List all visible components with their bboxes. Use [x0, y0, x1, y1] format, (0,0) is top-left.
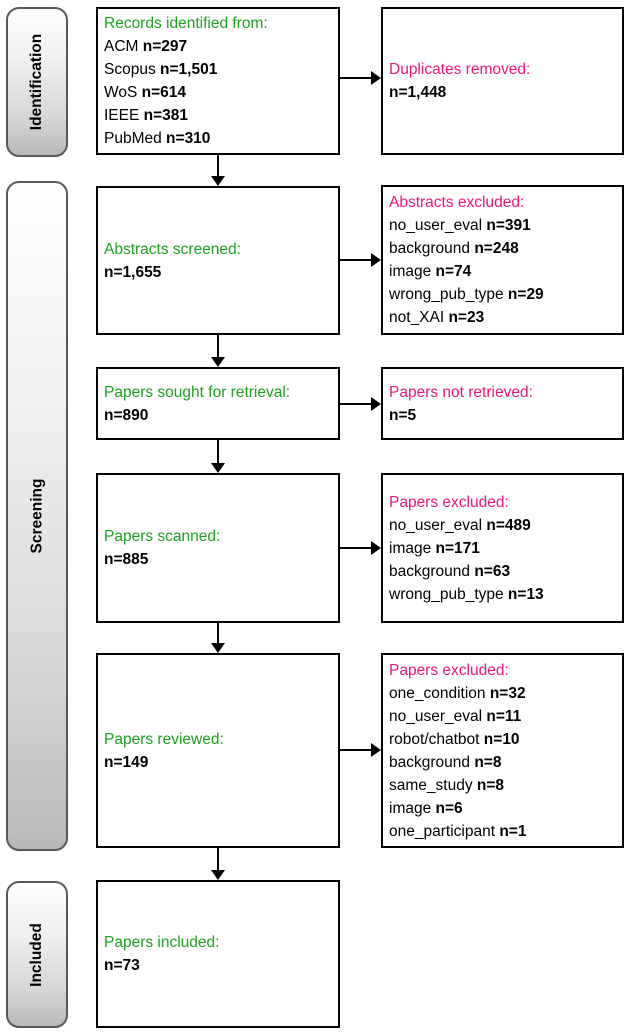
box-lines: n=1,655: [104, 261, 332, 284]
arrow-shaft: [217, 335, 219, 358]
box-title: Papers sought for retrieval:: [104, 383, 291, 401]
papers-excluded-scan-box: Papers excluded: no_user_eval n=489 image…: [381, 473, 624, 623]
box-title: Papers scanned:: [104, 528, 221, 545]
box-title: Papers excluded:: [389, 661, 509, 679]
box-lines: n=885: [104, 548, 332, 571]
duplicates-removed-box: Duplicates removed: n=1,448: [381, 7, 624, 155]
text-line: n=1,448: [389, 84, 447, 101]
arrow-head-icon: [211, 870, 225, 880]
text-line: wrong_pub_type n=29: [389, 286, 544, 303]
arrow-shaft: [340, 259, 372, 261]
text-line: ACM n=297: [104, 38, 188, 55]
stage-label: Identification: [28, 33, 46, 131]
arrow-down-4: [211, 623, 225, 653]
abstracts-screened-box: Abstracts screened: n=1,655: [96, 186, 340, 335]
text-line: robot/chatbot n=10: [389, 730, 520, 748]
text-line: IEEE n=381: [104, 107, 189, 124]
arrow-right-4: [340, 541, 381, 555]
stage-label: Screening: [28, 478, 46, 554]
text-line: image n=74: [389, 263, 472, 280]
box-lines: n=1,448: [389, 81, 616, 104]
arrow-head-icon: [211, 357, 225, 367]
stage-screening: Screening: [6, 181, 68, 851]
text-line: one_condition n=32: [389, 684, 526, 702]
papers-reviewed-box: Papers reviewed: n=149: [96, 653, 340, 848]
arrow-down-2: [211, 335, 225, 367]
text-line: not_XAI n=23: [389, 309, 485, 326]
box-title: Duplicates removed:: [389, 61, 531, 78]
arrow-shaft: [340, 749, 372, 751]
box-lines: no_user_eval n=391 background n=248 image …: [389, 214, 616, 329]
arrow-right-3: [340, 397, 381, 411]
box-lines: one_condition n=32 no_user_eval n=11 robot…: [389, 682, 616, 843]
arrow-right-2: [340, 253, 381, 267]
arrow-head-icon: [211, 643, 225, 653]
stage-identification: Identification: [6, 7, 68, 157]
text-line: n=890: [104, 406, 149, 424]
text-line: PubMed n=310: [104, 130, 211, 147]
arrow-down-1: [211, 155, 225, 186]
arrow-shaft: [217, 848, 219, 871]
text-line: wrong_pub_type n=13: [389, 585, 544, 603]
text-line: no_user_eval n=489: [389, 516, 531, 534]
text-line: Scopus n=1,501: [104, 61, 218, 78]
papers-included-box: Papers included: n=73: [96, 880, 340, 1028]
papers-sought-box: Papers sought for retrieval: n=890: [96, 367, 340, 440]
arrow-head-icon: [371, 253, 381, 267]
arrow-down-5: [211, 848, 225, 880]
text-line: background n=8: [389, 753, 502, 771]
arrow-head-icon: [211, 176, 225, 186]
box-title: Abstracts excluded:: [389, 194, 525, 211]
abstracts-excluded-box: Abstracts excluded: no_user_eval n=391 ba…: [381, 185, 624, 335]
arrow-shaft: [217, 623, 219, 644]
arrow-head-icon: [371, 743, 381, 757]
box-title: Papers included:: [104, 934, 220, 951]
text-line: no_user_eval n=391: [389, 217, 531, 234]
text-line: n=73: [104, 957, 140, 974]
papers-excluded-review-box: Papers excluded: one_condition n=32 no_us…: [381, 653, 624, 848]
text-line: image n=6: [389, 799, 463, 817]
arrow-head-icon: [371, 71, 381, 85]
arrow-shaft: [340, 403, 372, 405]
arrow-right-5: [340, 743, 381, 757]
box-title: Records identified from:: [104, 15, 268, 32]
text-line: n=885: [104, 551, 149, 568]
papers-not-retrieved-box: Papers not retrieved: n=5: [381, 367, 624, 440]
text-line: n=1,655: [104, 263, 162, 281]
box-lines: n=5: [389, 404, 616, 427]
text-line: background n=248: [389, 240, 519, 257]
arrow-shaft: [340, 547, 372, 549]
box-lines: n=149: [104, 751, 332, 774]
box-title: Abstracts screened:: [104, 240, 241, 258]
box-lines: no_user_eval n=489 image n=171 background …: [389, 514, 616, 606]
text-line: one_participant n=1: [389, 822, 527, 840]
arrow-head-icon: [211, 463, 225, 473]
text-line: same_study n=8: [389, 776, 505, 794]
stage-included: Included: [6, 881, 68, 1028]
text-line: image n=171: [389, 539, 480, 557]
box-title: Papers not retrieved:: [389, 383, 533, 401]
arrow-head-icon: [371, 397, 381, 411]
text-line: background n=63: [389, 562, 511, 580]
text-line: no_user_eval n=11: [389, 707, 522, 725]
box-lines: n=890: [104, 404, 332, 427]
text-line: WoS n=614: [104, 84, 187, 101]
arrow-right-1: [340, 71, 381, 85]
box-lines: n=73: [104, 954, 332, 977]
arrow-down-3: [211, 440, 225, 473]
arrow-shaft: [217, 440, 219, 464]
papers-scanned-box: Papers scanned: n=885: [96, 473, 340, 623]
arrow-shaft: [340, 77, 372, 79]
arrow-shaft: [217, 155, 219, 177]
stage-label: Included: [28, 922, 46, 987]
box-title: Papers reviewed:: [104, 730, 224, 748]
arrow-head-icon: [371, 541, 381, 555]
text-line: n=5: [389, 406, 417, 424]
box-title: Papers excluded:: [389, 493, 509, 511]
text-line: n=149: [104, 753, 149, 771]
